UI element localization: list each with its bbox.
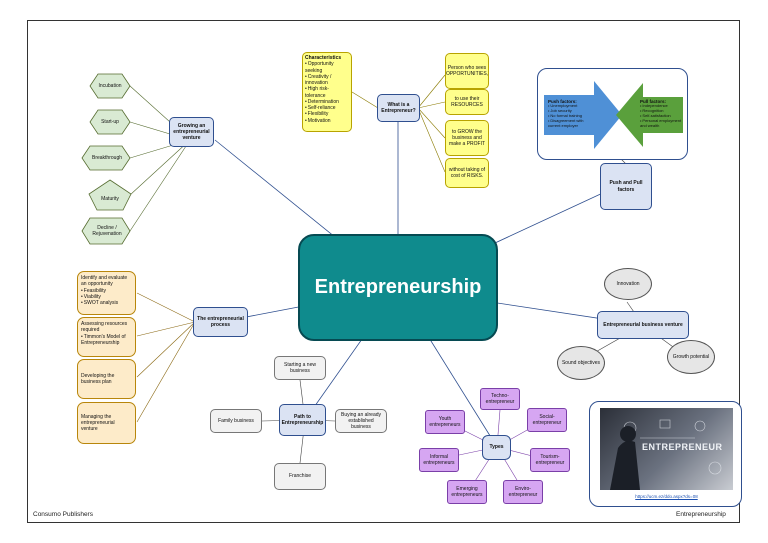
venture-item: Growth potential xyxy=(667,340,715,374)
process-step-item: SWOT analysis xyxy=(81,300,118,306)
type-item: Techno-entrepreneur xyxy=(480,388,520,410)
stage-hexagon xyxy=(81,145,131,171)
pull-item: Personal employment and wealth xyxy=(640,118,686,129)
type-item: Youth entrepreneurs xyxy=(425,410,465,434)
characteristic-item: Self-reliance xyxy=(305,105,349,111)
stage-label: Decline / Rejuvenation xyxy=(92,224,122,237)
type-item: Enviro-entrepreneur xyxy=(503,480,543,504)
process-step-box: Assessing resources required Timmon's Mo… xyxy=(77,317,136,357)
pull-factors-text: Pull factors: Independence Recognition S… xyxy=(640,99,686,128)
push-item: Job security xyxy=(548,108,596,114)
venture-item: Sound objectives xyxy=(557,346,605,380)
venture-item: Innovation xyxy=(604,268,652,300)
push-item: Disagreement with current employer xyxy=(548,118,596,129)
stage-pentagon xyxy=(88,179,132,211)
stage-label: Breakthrough xyxy=(91,154,123,161)
definition-box: to use their RESOURCES xyxy=(445,89,489,115)
definition-box: without taking of cost of RISKS. xyxy=(445,158,489,188)
type-item: Social-entrepreneur xyxy=(527,408,567,432)
push-item: Unemployment xyxy=(548,104,596,109)
push-title: Push factors: xyxy=(548,99,577,104)
characteristics-title: Characteristics xyxy=(305,55,342,61)
characteristic-item: Creativity / innovation xyxy=(305,74,349,87)
stage-hexagon xyxy=(89,73,131,99)
pull-title: Pull factors: xyxy=(640,99,667,104)
characteristic-item: Opportunity seeking xyxy=(305,61,349,74)
type-item: Tourism-entrepreneur xyxy=(530,448,570,472)
image-panel: ENTREPRENEUR https://ucm.ez/ddo.aspx?ds=… xyxy=(589,401,742,507)
definition-box: to GROW the business and make a PROFIT xyxy=(445,120,489,156)
process-step-title: Assessing resources required xyxy=(81,321,128,334)
pull-item: Self-satisfaction xyxy=(640,113,686,119)
push-item: No formal training xyxy=(548,113,596,119)
characteristic-item: Flexibility xyxy=(305,111,349,117)
characteristic-item: High risk-tolerance xyxy=(305,86,349,99)
person-silhouette xyxy=(610,440,640,490)
pull-item: Independence xyxy=(640,104,686,109)
process-step-item: Feasibility xyxy=(81,288,118,294)
business-venture-node: Entrepreneurial business venture xyxy=(597,311,689,339)
characteristic-item: Determination xyxy=(305,99,349,105)
entrepreneur-photo: ENTREPRENEUR xyxy=(600,408,733,490)
process-step-title: Identify and evaluate an opportunity xyxy=(81,275,128,288)
process-step-box: Managing the entrepreneurial venture xyxy=(77,402,136,444)
photo-word: ENTREPRENEUR xyxy=(642,442,723,452)
footer-title: Entrepreneurship xyxy=(676,511,726,518)
definition-box: Person who sees OPPORTUNITIES, xyxy=(445,53,489,89)
process-step-box: Identify and evaluate an opportunity Fea… xyxy=(77,271,136,315)
stage-label: Maturity xyxy=(101,195,119,202)
path-option: Family business xyxy=(210,409,262,433)
process-step-box: Developing the business plan xyxy=(77,359,136,399)
stage-hexagon xyxy=(81,217,131,245)
type-item: Informal entrepreneurs xyxy=(419,448,459,472)
what-is-entrepreneur-node: What is a Entrepreneur? xyxy=(377,94,420,122)
characteristics-box: Characteristics Opportunity seeking Crea… xyxy=(302,52,352,132)
pull-item: Recognition xyxy=(640,108,686,114)
photo-graphic xyxy=(610,419,722,490)
path-option: Franchise xyxy=(274,463,326,490)
growing-venture-node: Growing an entrepreneurial venture xyxy=(169,117,214,147)
path-node: Path to Entrepreneurship xyxy=(279,404,326,436)
stage-label: Incubation xyxy=(98,82,122,89)
push-factors-text: Push factors: Unemployment Job security … xyxy=(548,99,596,128)
path-option: Starting a new business xyxy=(274,356,326,380)
process-step-item: Viability xyxy=(81,294,118,300)
type-item: Emerging entrepreneurs xyxy=(447,480,487,504)
footer-publisher: Consumo Publishers xyxy=(33,511,93,518)
central-topic: Entrepreneurship xyxy=(298,234,498,341)
process-step-item: Timmon's Model of Entrepreneurship xyxy=(81,334,132,347)
push-pull-panel: Push factors: Unemployment Job security … xyxy=(537,68,688,160)
path-option: Buying an already established business xyxy=(335,409,387,433)
characteristic-item: Motivation xyxy=(305,118,349,124)
page-frame xyxy=(27,20,740,523)
push-pull-node: Push and Pull factors xyxy=(600,163,652,210)
stage-hexagon xyxy=(89,109,131,135)
image-link[interactable]: https://ucm.ez/ddo.aspx?ds=08 xyxy=(635,494,698,499)
entrepreneurial-process-node: The entrepreneurial process xyxy=(193,307,248,337)
types-node: Types xyxy=(482,435,511,460)
stage-label: Start-up xyxy=(101,118,119,125)
